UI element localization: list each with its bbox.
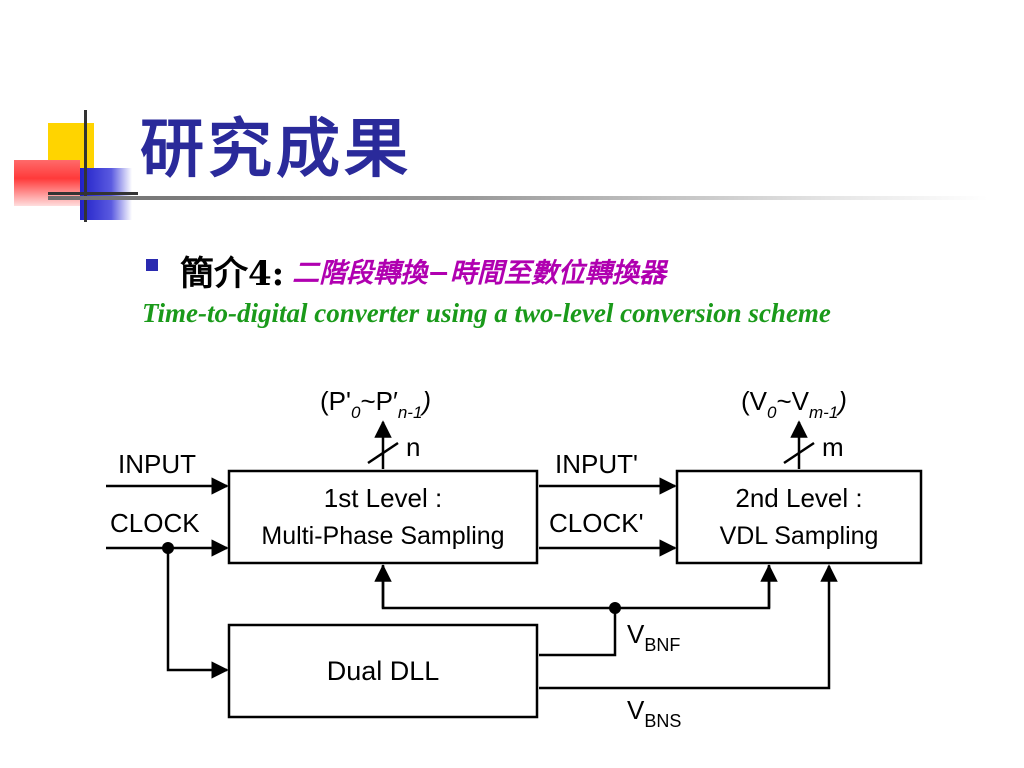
- input-label: INPUT: [118, 449, 196, 479]
- english-subtitle: Time-to-digital converter using a two-le…: [142, 298, 831, 328]
- dual-dll-label: Dual DLL: [327, 656, 440, 686]
- decor-vertical-line: [84, 110, 87, 222]
- vbnf-bus: [381, 565, 771, 610]
- intro-chinese-title: 二階段轉換−時間至數位轉換器: [292, 258, 666, 289]
- square-bullet-icon: [146, 258, 158, 271]
- vbnf-wire: [539, 608, 617, 657]
- second-level-bus-slash: [783, 441, 815, 465]
- second-level-bus-width: m: [822, 432, 844, 462]
- clock-to-dll-wire: [166, 548, 229, 679]
- input-prime-label: INPUT': [555, 449, 638, 479]
- title-underline: [48, 196, 988, 200]
- clock-label: CLOCK: [110, 508, 200, 538]
- page-title: 研究成果: [140, 112, 412, 187]
- second-level-title: 2nd Level :: [735, 483, 862, 513]
- clock-prime-label: CLOCK': [549, 508, 644, 538]
- first-level-title: 1st Level :: [324, 483, 443, 513]
- intro-label: 簡介4:: [180, 254, 285, 294]
- first-level-output-label: (P'0~P′n-1): [320, 386, 431, 422]
- decor-horizontal-line: [48, 192, 138, 195]
- vbns-wire: [539, 564, 838, 690]
- second-level-output-label: (V0~Vm-1): [741, 386, 847, 422]
- first-level-block: [227, 469, 539, 565]
- vbns-label: VBNS: [627, 695, 681, 731]
- bullet-item: 簡介4:二階段轉換−時間至數位轉換器: [146, 246, 666, 295]
- first-level-bus-slash: [367, 441, 399, 465]
- vbnf-label: VBNF: [627, 619, 680, 655]
- second-level-block: [675, 469, 923, 565]
- first-level-bus-width: n: [406, 432, 420, 462]
- dual-dll-block: [227, 623, 539, 719]
- first-level-subtitle: Multi-Phase Sampling: [261, 522, 504, 550]
- second-level-subtitle: VDL Sampling: [720, 522, 879, 550]
